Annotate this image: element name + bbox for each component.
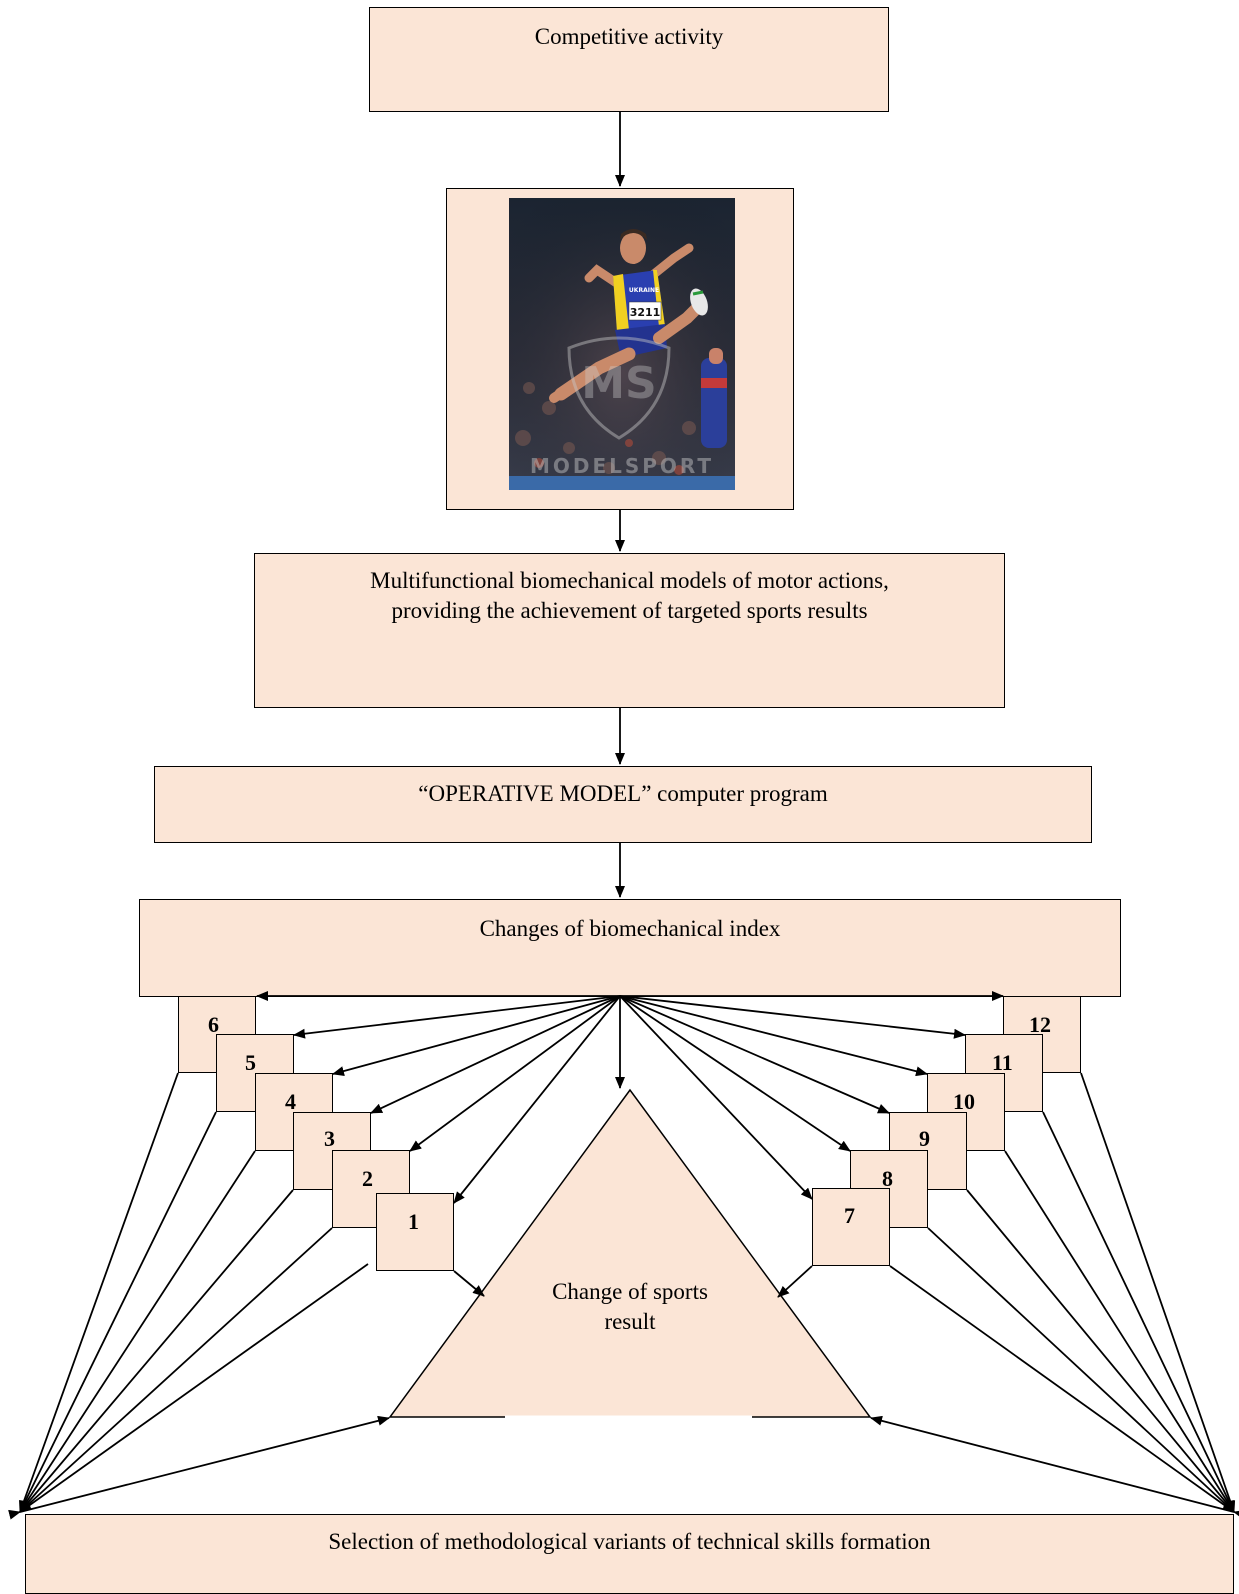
arrow-selection-to-triangle-left	[8, 1415, 390, 1520]
arrow-7-to-selection	[889, 1265, 1235, 1513]
biomechanical-index-label: Changes of biomechanical index	[479, 916, 781, 941]
arrow-1-to-selection	[19, 1263, 369, 1513]
biomechanical-models-line2: providing the achievement of targeted sp…	[391, 598, 868, 623]
arrow-hub-to-11	[619, 995, 966, 1039]
athlete-vest-text: UKRAINE	[629, 287, 659, 294]
sports-result-triangle	[388, 1088, 872, 1418]
arrow-hub-to-10	[619, 995, 928, 1077]
athlete-bib-number: 3211	[630, 306, 661, 319]
arrow-hub-to-1	[453, 995, 621, 1204]
index-number-3: 3	[324, 1126, 335, 1151]
arrow-hub-to-5	[293, 995, 621, 1039]
biomechanical-models-box: Multifunctional biomechanical models of …	[254, 553, 1005, 708]
biomechanical-index-box: Changes of biomechanical index	[139, 899, 1121, 997]
long-jump-athlete-image: 3211 UKRAINE MS MODELSPORT	[509, 198, 735, 490]
arrow-2-to-selection	[19, 1227, 333, 1513]
arrow-12-to-selection	[1080, 1072, 1236, 1513]
index-number-11: 11	[992, 1050, 1013, 1075]
modelsport-watermark: MS	[567, 336, 671, 440]
watermark-ms: MS	[581, 358, 656, 409]
index-number-7: 7	[844, 1203, 855, 1228]
sports-result-line2: result	[604, 1309, 656, 1334]
arrow-hub-to-8	[619, 995, 851, 1152]
arrow-hub-to-2	[409, 995, 621, 1152]
selection-label: Selection of methodological variants of …	[328, 1529, 931, 1554]
arrow-4-to-selection	[19, 1150, 256, 1513]
biomechanical-models-label: Multifunctional biomechanical models of …	[255, 566, 1004, 626]
arrow-1-to-triangle	[453, 1270, 485, 1297]
arrow-9-to-selection	[966, 1189, 1235, 1513]
index-number-8: 8	[882, 1166, 893, 1191]
index-number-9: 9	[919, 1126, 930, 1151]
index-number-4: 4	[285, 1089, 296, 1114]
watermark-modelsport-text: MODELSPORT	[530, 454, 714, 478]
arrow-6-to-selection	[19, 1072, 179, 1513]
index-box-7	[812, 1188, 890, 1266]
competitive-activity-box: Competitive activity	[369, 7, 889, 112]
index-number-1: 1	[408, 1209, 419, 1234]
operative-model-box: “OPERATIVE MODEL” computer program	[154, 766, 1092, 843]
arrow-hub-to-7	[619, 995, 813, 1200]
selection-box: Selection of methodological variants of …	[25, 1514, 1234, 1594]
competitive-activity-label: Competitive activity	[534, 24, 724, 49]
athlete-photo: 3211 UKRAINE MS MODELSPORT	[509, 198, 735, 490]
index-number-5: 5	[245, 1050, 256, 1075]
arrow-5-to-selection	[19, 1111, 217, 1513]
arrow-7-to-triangle	[777, 1265, 813, 1298]
biomechanical-models-line1: Multifunctional biomechanical models of …	[370, 568, 889, 593]
arrow-hub-to-4	[332, 995, 621, 1076]
operative-model-label: “OPERATIVE MODEL” computer program	[418, 781, 828, 806]
index-number-6: 6	[208, 1012, 219, 1037]
arrow-3-to-selection	[19, 1189, 294, 1513]
arrow-hub-to-3	[370, 995, 621, 1114]
index-number-10: 10	[953, 1089, 975, 1114]
arrow-hub-to-9	[619, 995, 890, 1114]
index-box-1	[376, 1193, 454, 1271]
arrow-11-to-selection	[1042, 1111, 1235, 1513]
sports-result-line1: Change of sports	[552, 1279, 708, 1304]
index-number-2: 2	[362, 1166, 373, 1191]
index-number-12: 12	[1029, 1012, 1051, 1037]
arrow-selection-to-triangle-right	[870, 1415, 1239, 1520]
sports-result-label: Change of sports result	[520, 1277, 740, 1337]
